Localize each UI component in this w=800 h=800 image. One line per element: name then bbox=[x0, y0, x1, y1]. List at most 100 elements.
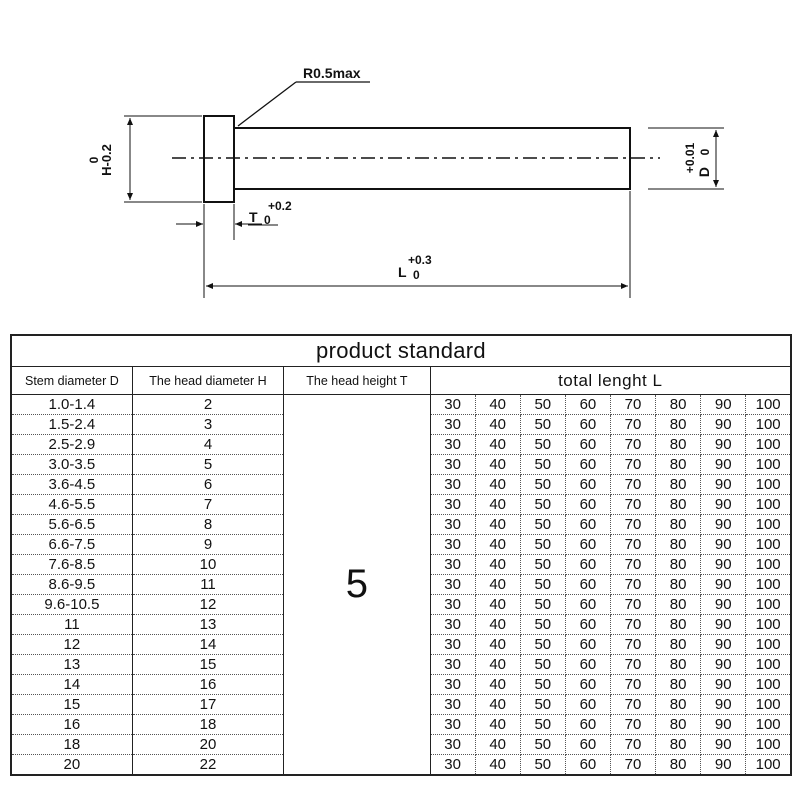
technical-drawing: R0.5max H-0.2 0 +0.2 T 0 +0.01 D 0 +0.3 … bbox=[87, 65, 724, 298]
length-cell: 30 bbox=[430, 714, 476, 735]
length-cell: 90 bbox=[700, 494, 747, 515]
length-cell: 50 bbox=[520, 434, 566, 455]
t-label: T bbox=[249, 209, 258, 225]
length-cell: 50 bbox=[520, 734, 566, 755]
length-cell: 80 bbox=[655, 594, 702, 615]
stem-diameter-cell: 1.0-1.4 bbox=[11, 394, 133, 415]
header-stem-diameter: Stem diameter D bbox=[11, 366, 133, 395]
length-cell: 90 bbox=[700, 514, 747, 535]
head-diameter-cell: 16 bbox=[132, 674, 285, 695]
length-cell: 70 bbox=[610, 434, 657, 455]
head-diameter-cell: 14 bbox=[132, 634, 285, 655]
header-head-height: The head height T bbox=[283, 366, 431, 395]
length-cell: 60 bbox=[565, 734, 611, 755]
length-cell: 70 bbox=[610, 694, 657, 715]
length-cell: 50 bbox=[520, 534, 566, 555]
length-cell: 50 bbox=[520, 554, 566, 575]
length-cell: 50 bbox=[520, 714, 566, 735]
length-cell: 100 bbox=[745, 474, 791, 495]
length-cell: 50 bbox=[520, 574, 566, 595]
length-cell: 70 bbox=[610, 734, 657, 755]
length-cell: 60 bbox=[565, 434, 611, 455]
length-cell: 30 bbox=[430, 754, 476, 775]
head-height-value: 5 bbox=[283, 394, 431, 775]
length-cell: 80 bbox=[655, 714, 702, 735]
length-cell: 30 bbox=[430, 734, 476, 755]
length-cell: 80 bbox=[655, 654, 702, 675]
length-cell: 40 bbox=[475, 754, 521, 775]
length-cell: 80 bbox=[655, 534, 702, 555]
length-cell: 30 bbox=[430, 534, 476, 555]
length-cell: 30 bbox=[430, 554, 476, 575]
stem-diameter-cell: 3.0-3.5 bbox=[11, 454, 133, 475]
head-diameter-cell: 4 bbox=[132, 434, 285, 455]
length-cell: 100 bbox=[745, 554, 791, 575]
length-cell: 50 bbox=[520, 694, 566, 715]
radius-leader bbox=[237, 81, 297, 127]
head-diameter-cell: 22 bbox=[132, 754, 285, 775]
length-cell: 30 bbox=[430, 614, 476, 635]
length-cell: 100 bbox=[745, 414, 791, 435]
head-diameter-cell: 7 bbox=[132, 494, 285, 515]
length-cell: 60 bbox=[565, 414, 611, 435]
stem-diameter-cell: 5.6-6.5 bbox=[11, 514, 133, 535]
length-cell: 70 bbox=[610, 574, 657, 595]
head-diameter-cell: 9 bbox=[132, 534, 285, 555]
stem-diameter-cell: 7.6-8.5 bbox=[11, 554, 133, 575]
length-cell: 100 bbox=[745, 394, 791, 415]
length-cell: 40 bbox=[475, 494, 521, 515]
head-diameter-cell: 8 bbox=[132, 514, 285, 535]
length-cell: 90 bbox=[700, 694, 747, 715]
length-cell: 40 bbox=[475, 574, 521, 595]
stem-diameter-cell: 11 bbox=[11, 614, 133, 635]
length-cell: 40 bbox=[475, 594, 521, 615]
length-cell: 80 bbox=[655, 614, 702, 635]
stem-diameter-cell: 3.6-4.5 bbox=[11, 474, 133, 495]
length-cell: 60 bbox=[565, 554, 611, 575]
length-cell: 40 bbox=[475, 694, 521, 715]
length-cell: 80 bbox=[655, 694, 702, 715]
length-cell: 80 bbox=[655, 474, 702, 495]
head-diameter-cell: 3 bbox=[132, 414, 285, 435]
header-total-length: total lenght L bbox=[430, 366, 791, 395]
stem-diameter-cell: 20 bbox=[11, 754, 133, 775]
length-cell: 50 bbox=[520, 754, 566, 775]
length-cell: 90 bbox=[700, 554, 747, 575]
length-cell: 30 bbox=[430, 514, 476, 535]
length-cell: 40 bbox=[475, 714, 521, 735]
head-diameter-cell: 20 bbox=[132, 734, 285, 755]
length-cell: 80 bbox=[655, 634, 702, 655]
head-diameter-cell: 18 bbox=[132, 714, 285, 735]
stem-diameter-cell: 4.6-5.5 bbox=[11, 494, 133, 515]
length-cell: 30 bbox=[430, 634, 476, 655]
stem-diameter-cell: 8.6-9.5 bbox=[11, 574, 133, 595]
d-base: 0 bbox=[698, 148, 712, 155]
length-cell: 80 bbox=[655, 494, 702, 515]
head-diameter-cell: 11 bbox=[132, 574, 285, 595]
length-cell: 50 bbox=[520, 654, 566, 675]
stem-diameter-cell: 15 bbox=[11, 694, 133, 715]
head-diameter-cell: 10 bbox=[132, 554, 285, 575]
length-cell: 100 bbox=[745, 674, 791, 695]
length-cell: 70 bbox=[610, 494, 657, 515]
stem-diameter-cell: 16 bbox=[11, 714, 133, 735]
length-cell: 60 bbox=[565, 634, 611, 655]
stem-diameter-cell: 1.5-2.4 bbox=[11, 414, 133, 435]
header-head-diameter: The head diameter H bbox=[132, 366, 285, 395]
length-cell: 40 bbox=[475, 414, 521, 435]
length-cell: 70 bbox=[610, 514, 657, 535]
length-cell: 60 bbox=[565, 614, 611, 635]
stem-diameter-cell: 18 bbox=[11, 734, 133, 755]
length-cell: 60 bbox=[565, 534, 611, 555]
length-cell: 60 bbox=[565, 474, 611, 495]
length-cell: 60 bbox=[565, 654, 611, 675]
length-cell: 100 bbox=[745, 734, 791, 755]
length-cell: 90 bbox=[700, 594, 747, 615]
length-cell: 60 bbox=[565, 454, 611, 475]
